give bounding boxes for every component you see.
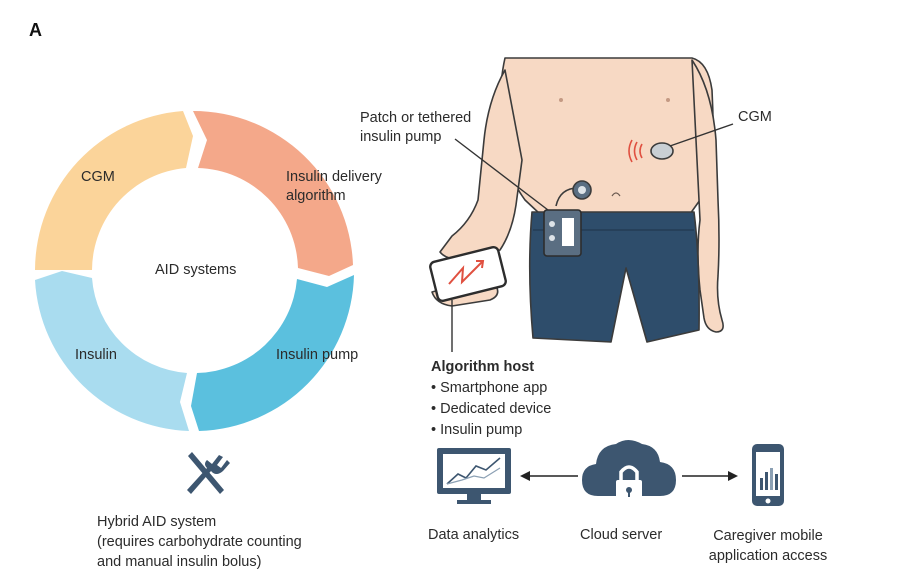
insulin-pump-icon bbox=[543, 180, 592, 257]
cycle-label-algorithm-line1: Insulin delivery bbox=[286, 169, 382, 185]
cloud-lock-icon bbox=[582, 440, 676, 502]
cycle-label-algorithm: Insulin delivery algorithm bbox=[286, 168, 382, 206]
algorithm-host-title: Algorithm host bbox=[431, 359, 535, 375]
cloud-server-label: Cloud server bbox=[580, 527, 663, 543]
cycle-segment-cgm bbox=[35, 111, 193, 270]
cycle-label-algorithm-line2: algorithm bbox=[286, 188, 346, 204]
arrow-left bbox=[520, 471, 578, 481]
cycle-segment-insulin bbox=[35, 271, 189, 431]
panel-label: A bbox=[29, 20, 42, 40]
cycle-segment-algorithm bbox=[193, 110, 353, 276]
smartphone-icon bbox=[429, 245, 507, 303]
right-arm bbox=[691, 59, 724, 333]
caregiver-label-line2: application access bbox=[708, 548, 828, 564]
cycle-label-cgm: CGM bbox=[81, 169, 115, 185]
pump-label: Patch or tethered insulin pump bbox=[360, 109, 471, 147]
monitor-chart-icon bbox=[437, 448, 511, 504]
hybrid-caption-line3: and manual insulin bolus) bbox=[97, 554, 262, 570]
left-arm bbox=[439, 69, 523, 260]
aid-cycle-ring bbox=[35, 110, 354, 431]
fork-knife-icon bbox=[187, 452, 230, 494]
algorithm-host: Algorithm host Smartphone app Dedicated … bbox=[431, 357, 551, 441]
hybrid-caption-line2: (requires carbohydrate counting bbox=[97, 534, 302, 550]
cgm-label: CGM bbox=[738, 109, 772, 125]
algorithm-host-item: Insulin pump bbox=[431, 420, 551, 441]
cycle-center-label: AID systems bbox=[155, 262, 237, 278]
algorithm-host-list: Smartphone app Dedicated device Insulin … bbox=[431, 378, 551, 441]
caregiver-label: Caregiver mobile application access bbox=[700, 526, 836, 566]
cycle-label-insulin-pump: Insulin pump bbox=[276, 347, 359, 363]
cgm-sensor-icon bbox=[628, 139, 674, 163]
hybrid-aid-caption: Hybrid AID system (requires carbohydrate… bbox=[97, 512, 302, 572]
algorithm-host-item: Smartphone app bbox=[431, 378, 551, 399]
torso bbox=[499, 57, 715, 215]
pump-label-line1: Patch or tethered bbox=[360, 110, 472, 126]
pump-label-line2: insulin pump bbox=[360, 129, 442, 145]
algorithm-host-item: Dedicated device bbox=[431, 399, 551, 420]
pump-leader-line bbox=[454, 138, 549, 211]
phone-chart-icon bbox=[752, 444, 784, 506]
caregiver-label-line1: Caregiver mobile bbox=[713, 528, 823, 544]
cgm-leader-line bbox=[669, 123, 734, 147]
cycle-label-insulin: Insulin bbox=[75, 347, 117, 363]
data-analytics-label: Data analytics bbox=[428, 527, 520, 543]
cycle-segment-insulin-pump bbox=[191, 275, 354, 431]
arrow-right bbox=[682, 471, 738, 481]
hybrid-caption-line1: Hybrid AID system bbox=[97, 514, 217, 530]
body-illustration bbox=[431, 57, 724, 343]
